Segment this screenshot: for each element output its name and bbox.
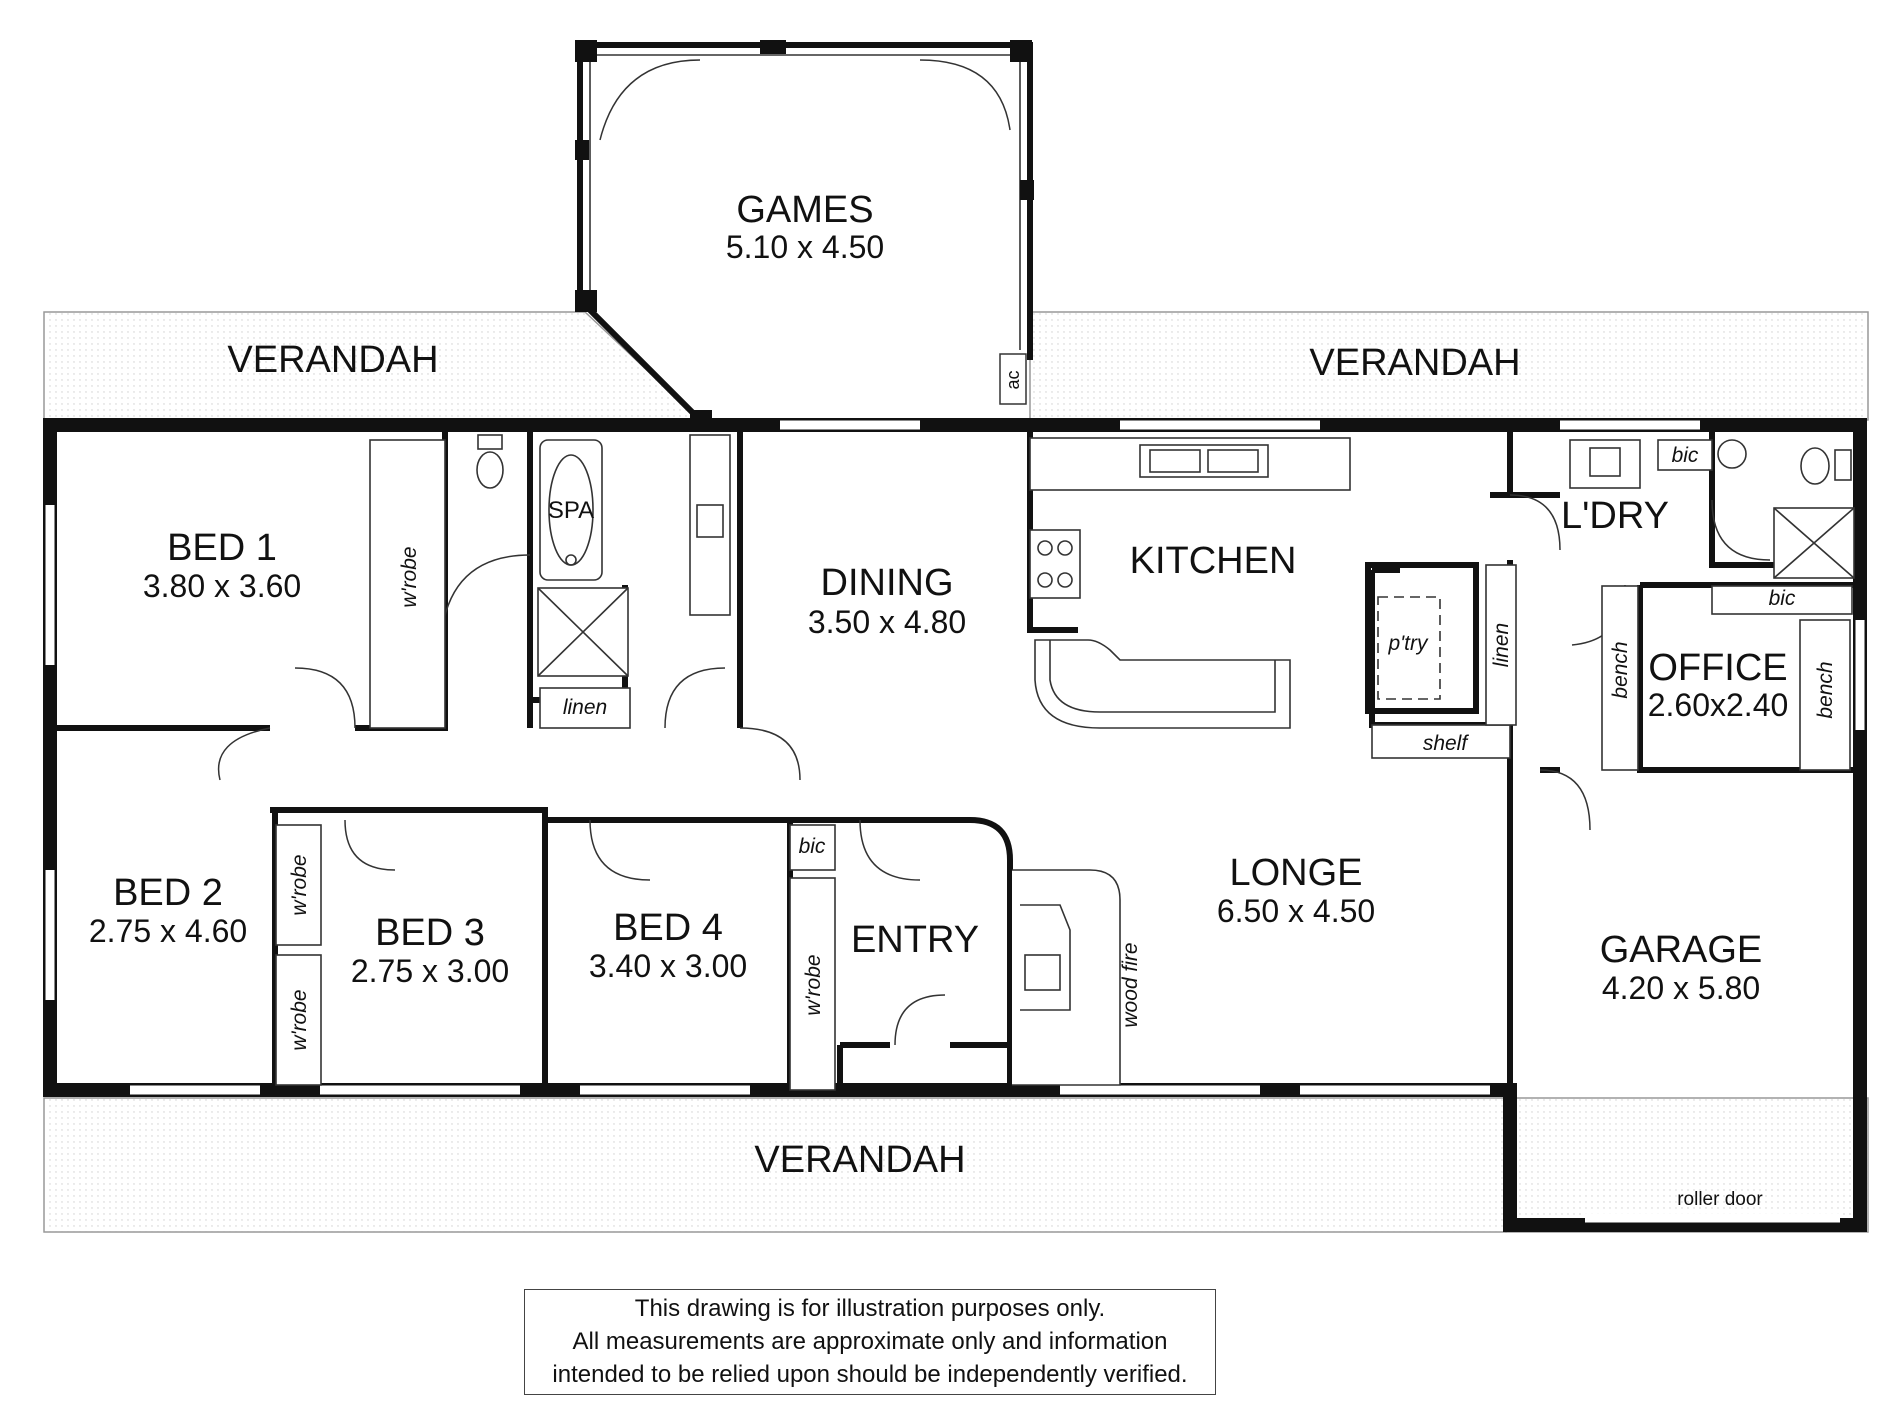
garage-dims: 4.20 x 5.80	[1602, 970, 1760, 1006]
disclaimer-line-1: This drawing is for illustration purpose…	[634, 1295, 1106, 1322]
linen-hall-label: linen	[563, 696, 607, 719]
wrobe-bed4-label: w'robe	[802, 954, 825, 1015]
wrobe-bed2-label: w'robe	[288, 854, 311, 915]
disclaimer-line-3: intended to be relied upon should be ind…	[552, 1361, 1188, 1388]
bed2-name: BED 2	[113, 872, 223, 914]
verandah-top-left-label: VERANDAH	[227, 339, 438, 381]
verandah-right-edge	[1505, 1097, 1869, 1233]
verandah-bottom-label: VERANDAH	[754, 1139, 965, 1181]
wrobe-bed3-label: w'robe	[288, 989, 311, 1050]
verandah-areas	[43, 311, 1869, 1233]
dining-name: DINING	[821, 562, 954, 604]
room-labels: GAMES 5.10 x 4.50 BED 1 3.80 x 3.60 BED …	[89, 189, 1788, 1181]
garage-name: GARAGE	[1600, 929, 1763, 971]
bed4-dims: 3.40 x 3.00	[589, 948, 747, 984]
spa-tub	[539, 439, 603, 581]
kitchen-name: KITCHEN	[1130, 540, 1297, 582]
disclaimer-line-2: All measurements are approximate only an…	[572, 1328, 1168, 1355]
lounge-dims: 6.50 x 4.50	[1217, 893, 1375, 929]
bic-laundry-label: bic	[1672, 444, 1699, 467]
verandah-top-right-label: VERANDAH	[1309, 342, 1520, 384]
office-dims: 2.60x2.40	[1648, 687, 1789, 723]
ac-label: ac	[1003, 370, 1023, 389]
spa-label: SPA	[548, 497, 594, 524]
bed4-name: BED 4	[613, 907, 723, 949]
pantry-label: p'try	[1387, 632, 1429, 655]
fixtures	[275, 434, 1855, 1091]
verandah-bottom	[43, 1097, 1507, 1233]
bed3-dims: 2.75 x 3.00	[351, 953, 509, 989]
bed1-dims: 3.80 x 3.60	[143, 568, 301, 604]
bed1-name: BED 1	[167, 527, 277, 569]
wrobe-bed1-label: w'robe	[398, 546, 421, 607]
verandah-top-right	[1029, 311, 1869, 421]
wood-fire-label: wood fire	[1119, 942, 1142, 1027]
office-name: OFFICE	[1648, 647, 1787, 689]
cooktop	[1029, 529, 1081, 599]
games-dims: 5.10 x 4.50	[726, 229, 884, 265]
bic-bed4-label: bic	[799, 835, 826, 858]
disclaimer-box: This drawing is for illustration purpose…	[524, 1289, 1216, 1395]
dining-dims: 3.50 x 4.80	[808, 604, 966, 640]
bench-left-label: bench	[1609, 641, 1632, 698]
bic-office-label: bic	[1769, 587, 1796, 610]
bench-right-label: bench	[1814, 661, 1837, 718]
shelf-label: shelf	[1423, 732, 1470, 755]
games-room-structure: ac	[575, 40, 1034, 432]
bed3-name: BED 3	[375, 912, 485, 954]
roller-door-label: roller door	[1677, 1189, 1763, 1210]
entry-name: ENTRY	[851, 919, 979, 961]
fixture-labels: SPA w'robe linen w'robe w'robe bic w'rob…	[288, 444, 1837, 1210]
bed2-dims: 2.75 x 4.60	[89, 913, 247, 949]
games-name: GAMES	[736, 189, 873, 231]
linen-kitchen-label: linen	[1490, 623, 1513, 667]
lounge-name: LONGE	[1229, 852, 1362, 894]
laundry-name: L'DRY	[1561, 495, 1669, 537]
